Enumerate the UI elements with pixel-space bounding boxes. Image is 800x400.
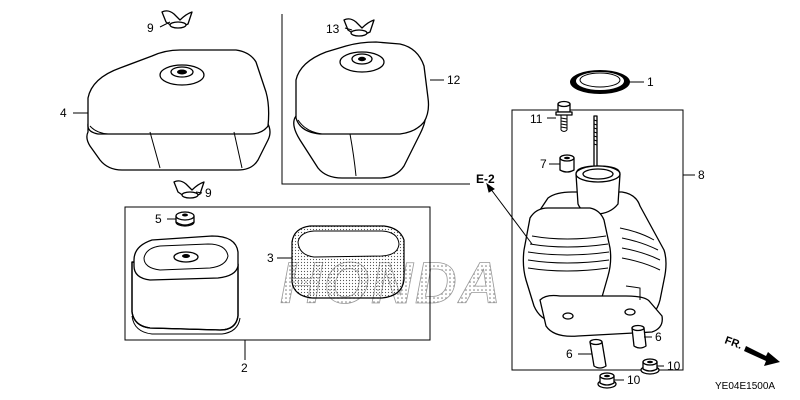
collar-right [631, 324, 647, 349]
callout-10-right: 10 [667, 359, 681, 373]
air-cleaner-element [131, 235, 241, 335]
cover-gasket-ring [570, 70, 630, 94]
collar-small [559, 154, 575, 173]
wing-nut-top [161, 10, 193, 29]
callout-5: 5 [155, 212, 162, 226]
alternate-wing-nut [343, 18, 375, 37]
diagram-code: YE04E1500A [715, 381, 775, 392]
reference-e2: E-2 [476, 172, 495, 186]
callout-9-bottom: 9 [205, 186, 212, 200]
callout-10-left: 10 [627, 373, 641, 387]
collar-left [589, 338, 607, 369]
alternate-air-cleaner-cover [293, 41, 430, 179]
flange-nut-left [597, 372, 617, 389]
alternate-cover-frame [281, 14, 470, 185]
callout-4: 4 [60, 106, 67, 120]
callout-9-top: 9 [147, 21, 154, 35]
air-cleaner-element-frame [124, 206, 431, 341]
grommet [175, 211, 195, 227]
flange-nut-right [640, 358, 660, 375]
callout-1: 1 [647, 75, 654, 89]
callout-2: 2 [241, 361, 248, 375]
callout-12: 12 [447, 73, 461, 87]
callout-11: 11 [530, 112, 543, 126]
leader-lines [73, 21, 695, 381]
wing-nut-bottom [173, 180, 205, 199]
front-direction-indicator: FR. [723, 335, 780, 366]
foam-pre-filter [291, 225, 405, 299]
bolt [555, 100, 573, 132]
air-cleaner-case-frame [511, 109, 684, 371]
callout-7: 7 [540, 157, 547, 171]
callout-8: 8 [698, 168, 705, 182]
callout-3: 3 [267, 251, 274, 265]
air-cleaner-cover [86, 49, 271, 171]
callout-13: 13 [326, 22, 340, 36]
direction-label: FR. [723, 335, 744, 352]
direction-arrow-icon [744, 346, 780, 366]
air-cleaner-case [522, 115, 667, 337]
callout-6-left: 6 [566, 347, 573, 361]
callout-6-right: 6 [655, 330, 662, 344]
